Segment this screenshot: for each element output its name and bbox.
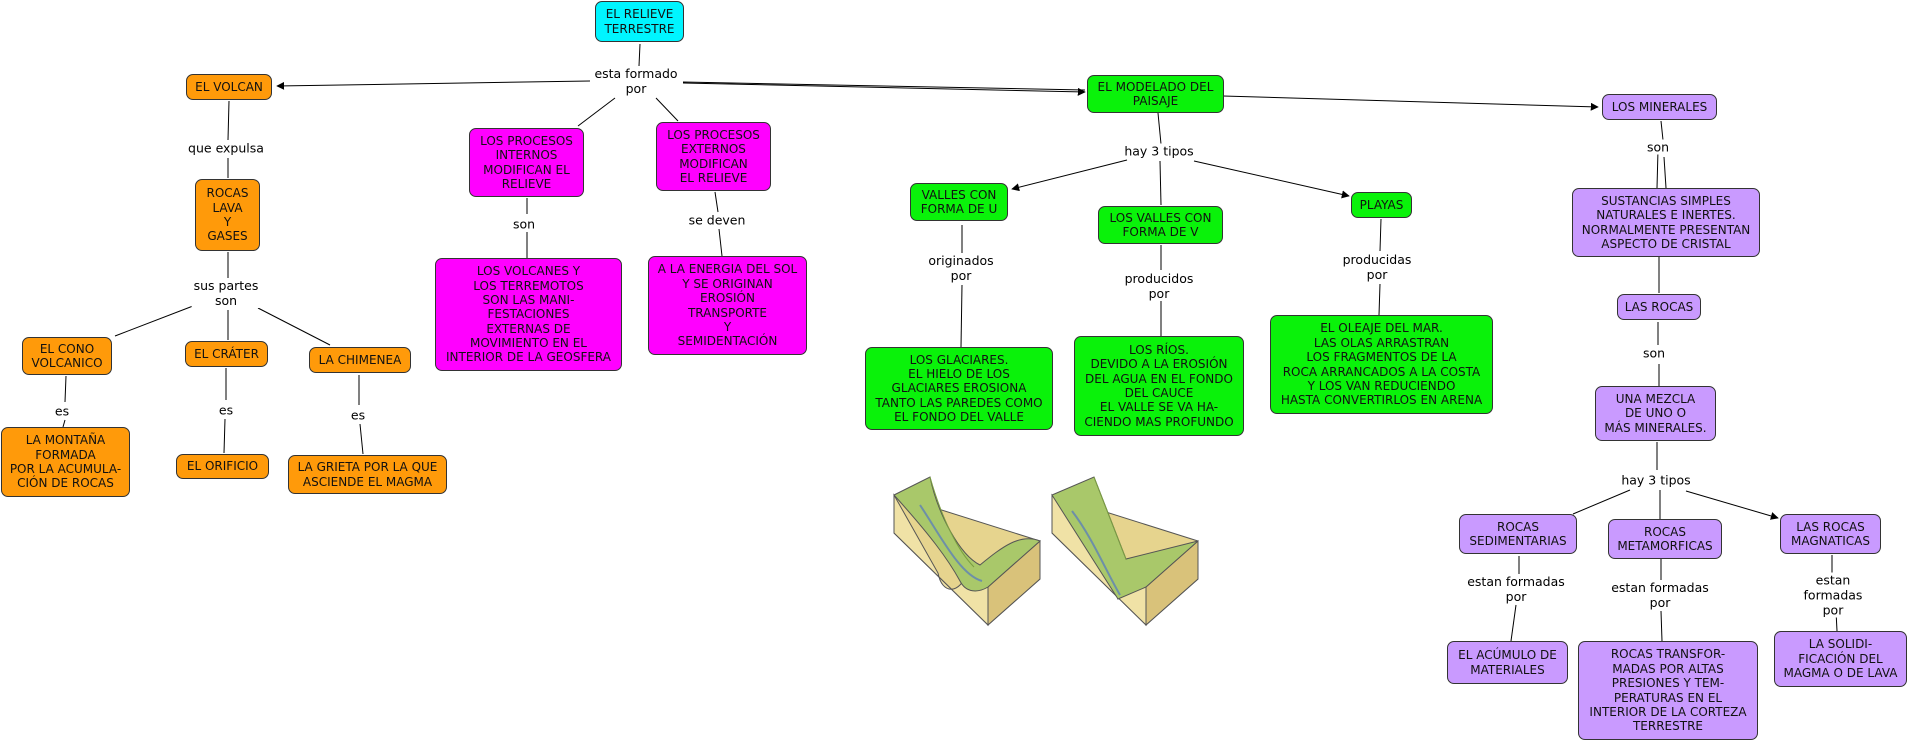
node-rocas-magnaticas: LAS ROCAS MAGNATICAS [1780, 514, 1881, 554]
node-sustancias-simples: SUSTANCIAS SIMPLES NATURALES E INERTES. … [1572, 188, 1760, 257]
node-rocas-metamorficas: ROCAS METAMORFICAS [1608, 519, 1722, 559]
node-la-solidificacion: LA SOLIDI- FICACIÓN DEL MAGMA O DE LAVA [1774, 631, 1907, 687]
node-el-relieve-terrestre: EL RELIEVE TERRESTRE [595, 1, 684, 42]
label-es-crater: es [216, 402, 236, 418]
node-el-cono-volcanico: EL CONO VOLCANICO [22, 337, 112, 375]
label-es-cono: es [52, 403, 72, 419]
node-volcanes-terremotos: LOS VOLCANES Y LOS TERREMOTOS SON LAS MA… [435, 258, 622, 371]
label-producidos-por: producidos por [1122, 271, 1196, 301]
label-son-minerales: son [1644, 139, 1672, 155]
node-valles-forma-u: VALLES CON FORMA DE U [910, 183, 1008, 221]
node-el-oleaje: EL OLEAJE DEL MAR. LAS OLAS ARRASTRAN LO… [1270, 315, 1493, 414]
label-estan-formadas-mag: estan formadas por [1795, 572, 1871, 618]
label-estan-formadas-sed: estan formadas por [1465, 574, 1567, 604]
label-se-deven: se deven [686, 212, 748, 228]
node-los-glaciares: LOS GLACIARES. EL HIELO DE LOS GLACIARES… [865, 347, 1053, 430]
label-producidas-por: producidas por [1340, 252, 1414, 282]
v-valley-illustration [1051, 476, 1199, 627]
node-procesos-internos: LOS PROCESOS INTERNOS MODIFICAN EL RELIE… [469, 128, 584, 197]
label-hay-3-tipos-rocas: hay 3 tipos [1619, 472, 1693, 488]
node-modelado-del-paisaje: EL MODELADO DEL PAISAJE [1087, 75, 1224, 113]
node-rocas-transformadas: ROCAS TRANSFOR- MADAS POR ALTAS PRESIONE… [1578, 641, 1758, 740]
node-el-volcan: EL VOLCAN [186, 74, 272, 100]
node-procesos-externos: LOS PROCESOS EXTERNOS MODIFICAN EL RELIE… [656, 122, 771, 191]
label-sus-partes-son: sus partes son [191, 278, 261, 308]
node-el-orificio: EL ORIFICIO [176, 454, 269, 479]
label-es-chimenea: es [348, 407, 368, 423]
node-los-rios: LOS RÍOS. DEVIDO A LA EROSIÓN DEL AGUA E… [1074, 336, 1244, 436]
node-la-chimenea: LA CHIMENEA [309, 347, 411, 373]
label-son-internos: son [510, 216, 538, 232]
node-el-crater: EL CRÁTER [185, 341, 268, 367]
node-una-mezcla: UNA MEZCLA DE UNO O MÁS MINERALES. [1595, 386, 1716, 441]
label-estan-formadas-meta: estan formadas por [1609, 580, 1711, 610]
node-el-acumulo: EL ACÚMULO DE MATERIALES [1447, 641, 1568, 684]
node-playas: PLAYAS [1351, 192, 1412, 218]
node-los-minerales: LOS MINERALES [1602, 94, 1717, 120]
label-que-expulsa: que expulsa [186, 140, 266, 156]
node-rocas-lava-gases: ROCAS LAVA Y GASES [195, 179, 260, 251]
label-son-rocas: son [1640, 345, 1668, 361]
node-la-grieta: LA GRIETA POR LA QUE ASCIENDE EL MAGMA [288, 455, 447, 494]
u-valley-illustration [893, 476, 1041, 627]
node-energia-del-sol: A LA ENERGIA DEL SOL Y SE ORIGINAN EROSI… [648, 256, 807, 355]
label-originados-por: originados por [926, 253, 996, 283]
label-esta-formado-por: esta formado por [592, 66, 680, 96]
node-valles-forma-v: LOS VALLES CON FORMA DE V [1098, 206, 1223, 244]
label-hay-3-tipos-valles: hay 3 tipos [1122, 143, 1196, 159]
node-rocas-sedimentarias: ROCAS SEDIMENTARIAS [1459, 514, 1577, 554]
node-la-montana: LA MONTAÑA FORMADA POR LA ACUMULA- CIÓN … [1, 427, 130, 497]
node-las-rocas: LAS ROCAS [1617, 294, 1701, 320]
